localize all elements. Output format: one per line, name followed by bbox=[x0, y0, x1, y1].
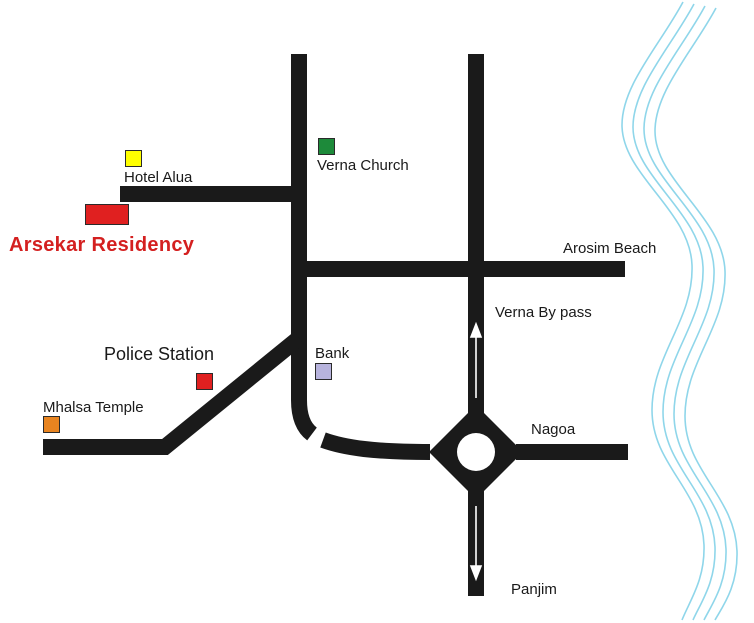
verna-bypass-label: Verna By pass bbox=[495, 304, 592, 321]
mhalsa-temple-marker bbox=[43, 416, 60, 433]
river bbox=[621, 1, 738, 621]
arrow-south-head bbox=[469, 565, 483, 582]
police-station-marker bbox=[196, 373, 213, 390]
hotel-alua-label: Hotel Alua bbox=[124, 169, 193, 186]
river-line-4 bbox=[654, 7, 738, 621]
river-line-1 bbox=[621, 1, 705, 621]
roads bbox=[43, 54, 628, 596]
nagoa-label: Nagoa bbox=[531, 421, 576, 438]
river-line-2 bbox=[632, 3, 716, 621]
verna-church-label: Verna Church bbox=[317, 157, 409, 174]
road-verna-main bbox=[291, 54, 318, 441]
road-mhalsa-temple bbox=[43, 331, 305, 455]
roundabout-island bbox=[457, 433, 495, 471]
panjim-label: Panjim bbox=[511, 581, 557, 598]
mhalsa-temple-label: Mhalsa Temple bbox=[43, 399, 144, 416]
arsekar-residency-label: Arsekar Residency bbox=[9, 234, 195, 256]
verna-church-marker bbox=[318, 138, 335, 155]
arosim-beach-label: Arosim Beach bbox=[563, 240, 657, 257]
police-station-label: Police Station bbox=[104, 344, 215, 364]
direction-arrows bbox=[469, 321, 483, 582]
bank-marker bbox=[315, 363, 332, 380]
arsekar-residency-marker bbox=[85, 204, 129, 225]
river-line-3 bbox=[643, 5, 727, 621]
arrow-north-head bbox=[469, 321, 483, 338]
hotel-alua-marker bbox=[125, 150, 142, 167]
bank-label: Bank bbox=[315, 345, 350, 362]
road-bank-curve bbox=[320, 432, 431, 460]
